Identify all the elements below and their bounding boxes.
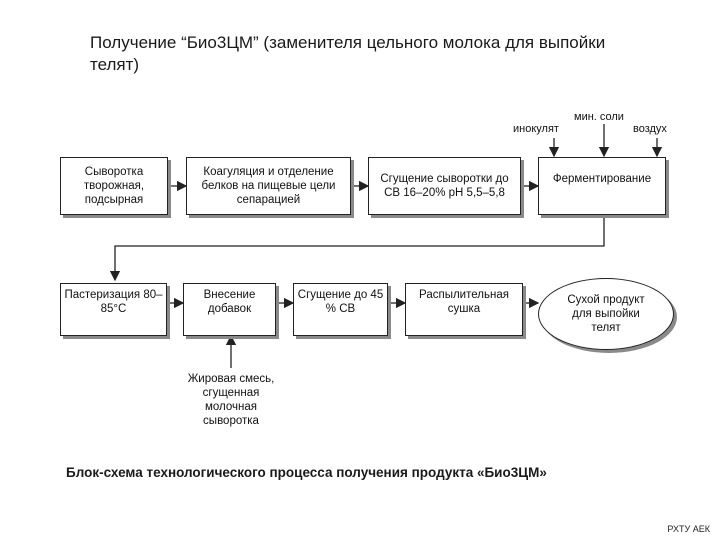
- inoculate-label: инокулят: [513, 123, 559, 135]
- air-label: воздух: [633, 123, 667, 135]
- arrow-row-connector: [109, 218, 605, 282]
- watermark: РХТУ АЕК: [667, 524, 710, 534]
- node-coagulation: Коагуляция и отделение белков на пищевые…: [186, 157, 351, 215]
- node-whey: Сыворотка творожная, подсырная: [60, 157, 168, 215]
- diagram-caption: Блок-схема технологического процесса пол…: [66, 465, 547, 480]
- page-title: Получение “Био3ЦМ” (заменителя цельного …: [90, 33, 606, 74]
- node-pasteurization: Пастеризация 80–85°С: [60, 283, 167, 336]
- node-spray-drying: Распылительная сушка: [405, 283, 523, 336]
- node-fermentation: Ферментирование: [538, 157, 666, 215]
- fat-mix-label: Жировая смесь, сгущенная молочная сыворо…: [187, 373, 275, 427]
- mineral-salts-label: мин. соли: [574, 111, 624, 123]
- node-additives: Внесение добавок: [183, 283, 276, 336]
- node-concentration-1: Сгущение сыворотки до СВ 16–20% pH 5,5–5…: [368, 157, 521, 215]
- node-dry-product: Сухой продукт для выпойки телят: [538, 278, 674, 350]
- node-concentration-2: Сгущение до 45 % СВ: [293, 283, 388, 336]
